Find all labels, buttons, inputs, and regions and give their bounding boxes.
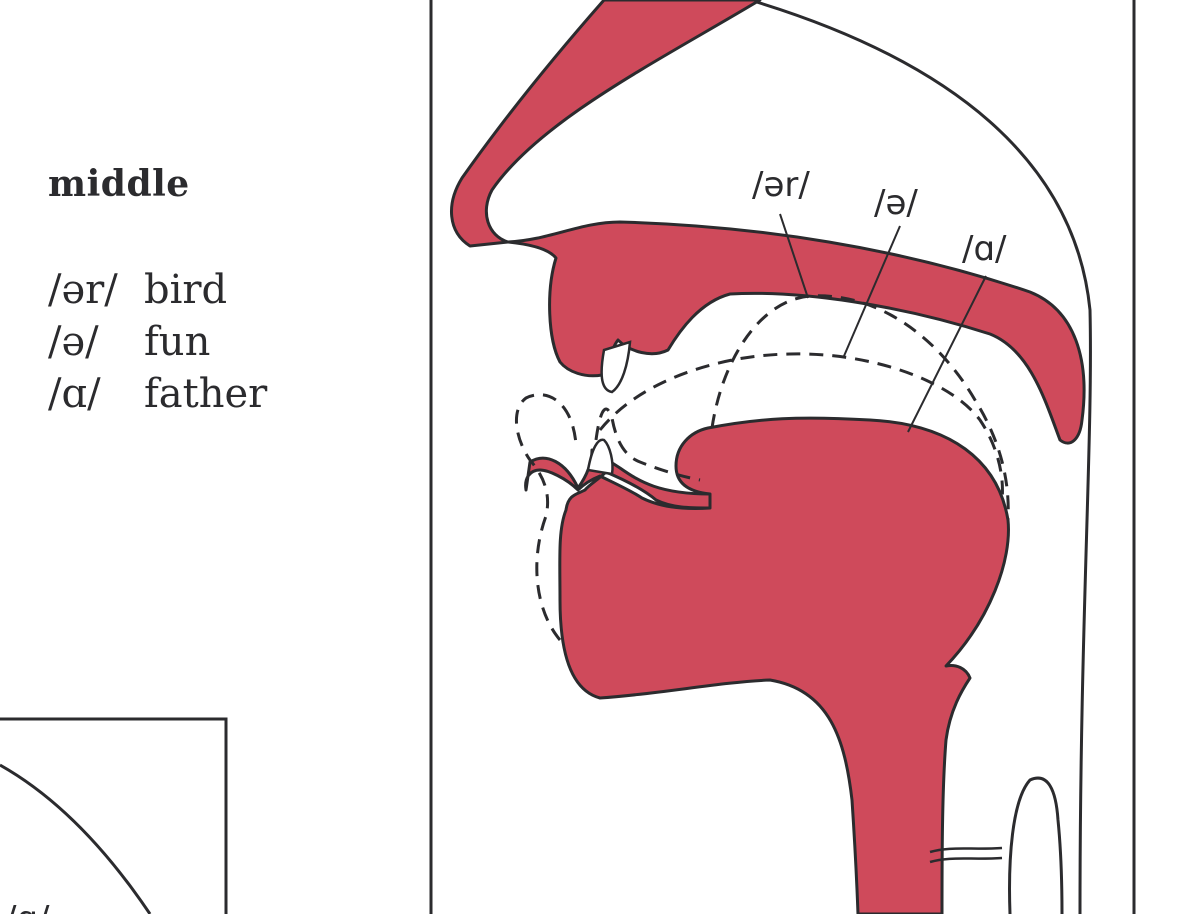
legend-row-father: /ɑ/ father	[48, 368, 378, 420]
tongue-and-jaw-shape	[524, 416, 1010, 914]
legend-example-word: father	[144, 371, 268, 417]
legend-symbol: /ər/	[48, 267, 118, 313]
vocal-fold-mark	[929, 846, 1003, 864]
label-leader-lines	[779, 213, 987, 433]
er-vowel-label: /ər/	[752, 165, 810, 205]
legend-example-word: fun	[144, 319, 211, 365]
er-leader-line	[779, 213, 809, 299]
lip-alt-contour	[594, 407, 701, 482]
upper-lip-shape	[450, 0, 762, 248]
partial-vowel-label: /ɑ/	[5, 899, 50, 914]
legend-row-bird: /ər/ bird	[48, 264, 378, 316]
legend-heading: middle	[48, 163, 190, 205]
legend-row-fun: /ə/ fun	[48, 316, 378, 368]
head-panel-frame	[429, 0, 1136, 914]
palate-shape	[506, 220, 1086, 445]
legend-symbol: /ə/	[48, 319, 99, 365]
alternative-tongue-positions	[514, 294, 1010, 641]
schwa-tongue-contour	[598, 352, 1004, 501]
a-leader-line	[907, 275, 987, 433]
schwa-vowel-label: /ə/	[874, 183, 918, 223]
legend-example-word: bird	[144, 267, 228, 313]
a-vowel-label: /ɑ/	[962, 229, 1007, 269]
lip-rounding-contour	[514, 393, 578, 641]
lower-tooth-shape	[586, 438, 614, 476]
legend-symbol: /ɑ/	[48, 371, 101, 417]
schwa-leader-line	[843, 225, 901, 357]
er-tongue-contour	[710, 294, 1010, 521]
partial-side-panel: /ɑ/	[0, 717, 228, 914]
upper-tooth-shape	[600, 340, 632, 394]
vowel-legend: middle /ər/ bird /ə/ fun /ɑ/ father	[48, 158, 378, 420]
head-back-outline	[749, 0, 1092, 914]
epiglottis-shape	[1008, 776, 1064, 914]
